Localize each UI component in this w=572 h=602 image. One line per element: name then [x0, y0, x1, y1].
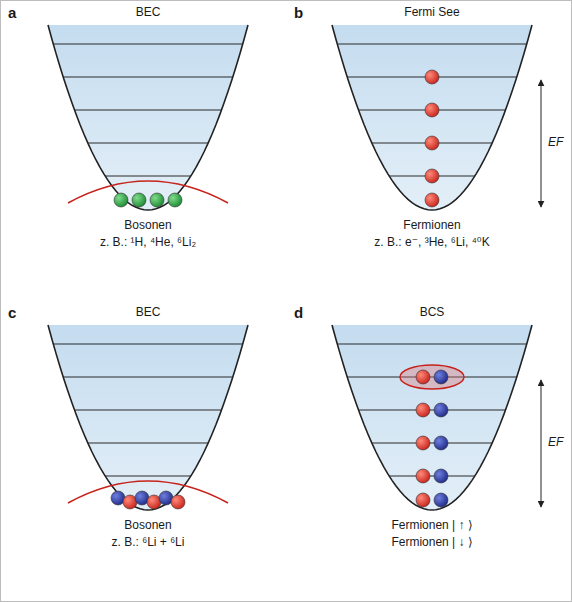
fermi-energy-label: EF	[548, 435, 563, 449]
panel-title: BCS	[420, 305, 445, 319]
energy-level	[358, 409, 505, 410]
panel-title: BEC	[136, 5, 161, 19]
well-fill	[48, 325, 248, 510]
fermion-down-dot	[434, 469, 448, 483]
energy-level	[105, 475, 191, 476]
caption-text: Fermionen | ↓ ⟩	[391, 535, 472, 549]
energy-level	[372, 442, 492, 443]
fermion-down-dot	[434, 436, 448, 450]
boson-dot	[114, 193, 128, 207]
fermion-dot	[425, 70, 439, 84]
caption-text: z. B.: ⁶Li + ⁶Li	[112, 535, 185, 549]
caption-text: z. B.: ¹H, ⁴He, ⁶Li₂	[100, 235, 196, 249]
fermion-up-dot	[416, 403, 430, 417]
panel-letter: b	[294, 4, 303, 22]
well-outline	[332, 325, 532, 510]
panel-letter: d	[294, 304, 303, 322]
fermi-energy-arrow	[541, 80, 542, 207]
fermion-up-dot	[416, 436, 430, 450]
energy-level	[88, 442, 208, 443]
well-outline	[48, 25, 248, 210]
energy-level	[88, 142, 208, 143]
well-fill	[48, 25, 248, 210]
particles	[68, 70, 541, 509]
cooper-pair-outline	[400, 365, 464, 389]
energy-level	[74, 409, 221, 410]
energy-level	[74, 109, 221, 110]
fermion-dot	[425, 169, 439, 183]
well-outline	[332, 25, 532, 210]
energy-level	[337, 43, 526, 44]
energy-level	[105, 175, 191, 176]
energy-level	[53, 43, 242, 44]
energy-level	[389, 475, 475, 476]
fermi-energy-arrow	[541, 380, 542, 507]
energy-level	[53, 343, 242, 344]
fermion-dot	[425, 103, 439, 117]
fermion-dot	[425, 136, 439, 150]
panel-letter: a	[8, 4, 16, 22]
energy-level	[337, 343, 526, 344]
caption-text: Fermionen | ↑ ⟩	[391, 518, 472, 532]
well-fill	[332, 25, 532, 210]
panel-title: Fermi See	[404, 5, 459, 19]
fermi-energy-label: EF	[548, 135, 563, 149]
fermion-dot	[425, 193, 439, 207]
wavefunction-curve	[68, 481, 228, 503]
fermion-down-dot	[434, 370, 448, 384]
caption-text: z. B.: e⁻, ³He, ⁶Li, ⁴⁰K	[374, 235, 489, 249]
fermion-up-dot	[171, 495, 185, 509]
caption-text: Bosonen	[124, 518, 171, 532]
energy-level	[63, 376, 233, 377]
potential-wells	[48, 25, 532, 510]
boson-dot	[132, 193, 146, 207]
caption-text: Bosonen	[124, 218, 171, 232]
fermion-down-dot	[434, 493, 448, 507]
well-outline	[48, 325, 248, 510]
energy-level	[63, 76, 233, 77]
fermion-down-dot	[434, 403, 448, 417]
panel-title: BEC	[136, 305, 161, 319]
fermion-up-dot	[416, 493, 430, 507]
fermion-up-dot	[416, 370, 430, 384]
wavefunction-curve	[68, 181, 228, 203]
panel-letter: c	[8, 304, 16, 322]
fermion-up-dot	[416, 469, 430, 483]
caption-text: Fermionen	[403, 218, 460, 232]
boson-dot	[150, 193, 164, 207]
boson-dot	[168, 193, 182, 207]
well-fill	[332, 325, 532, 510]
